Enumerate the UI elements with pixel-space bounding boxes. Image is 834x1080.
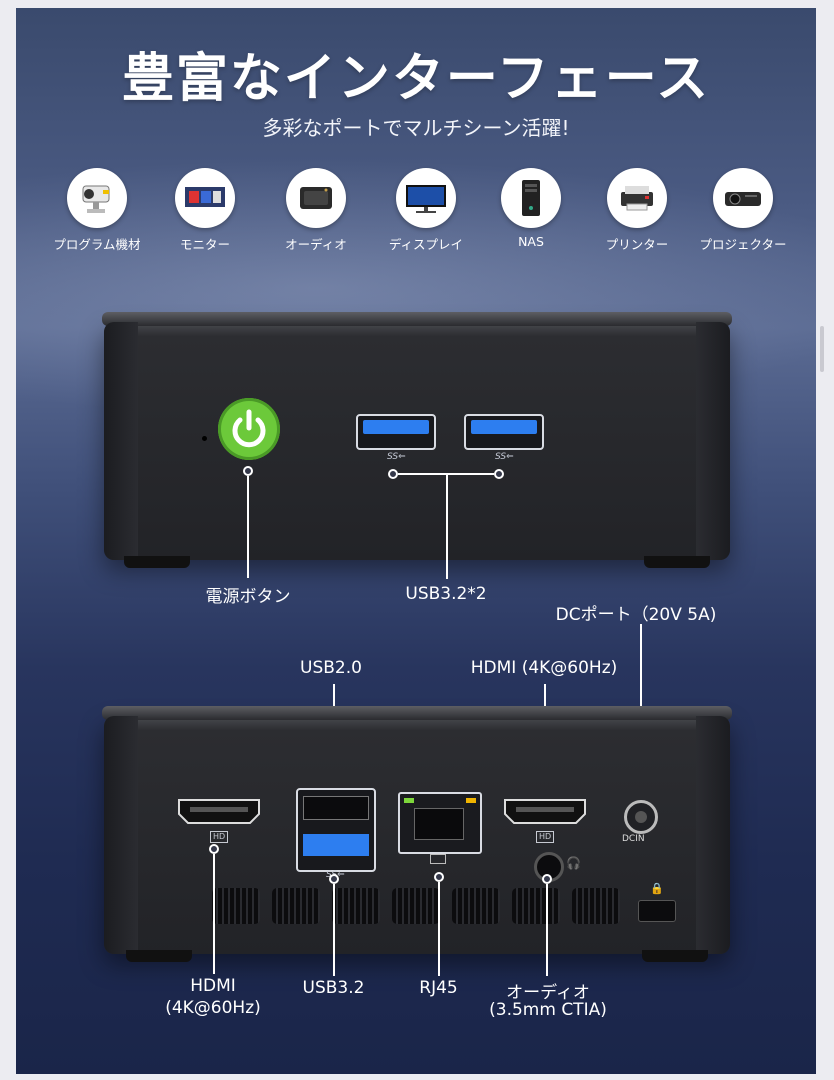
status-led	[202, 436, 207, 441]
lock-icon: 🔒	[650, 882, 664, 895]
usb3-port-rear[interactable]	[303, 834, 369, 856]
usb32-rear-label: USB3.2	[302, 978, 365, 998]
callout-line	[546, 884, 548, 976]
device-edge-left	[104, 716, 138, 954]
power-icon	[232, 409, 266, 448]
hdmi-port-right[interactable]	[502, 796, 588, 826]
callout-line	[213, 854, 215, 974]
hd-mark: HD	[536, 831, 555, 843]
rj45-port[interactable]	[398, 792, 482, 854]
rear-panel-device: HD SS⇐ HD 🎧 DCIN	[102, 706, 732, 962]
usb-port-stack	[296, 788, 376, 872]
callout-line	[446, 473, 448, 579]
camera-icon	[67, 168, 127, 228]
callout-dot	[329, 874, 339, 884]
callout-line	[438, 882, 440, 976]
superspeed-mark: SS⇐	[495, 452, 514, 462]
callout-dot	[494, 469, 504, 479]
security-lock-slot[interactable]	[638, 900, 676, 922]
vent	[212, 888, 260, 924]
power-button-label: 電源ボタン	[205, 587, 291, 607]
usb2-port[interactable]	[303, 796, 369, 820]
device-foot	[124, 556, 190, 568]
usb3-front-label: USB3.2*2	[405, 584, 487, 604]
network-icon	[430, 854, 446, 864]
vent	[332, 888, 380, 924]
category-label: プリンター	[605, 237, 669, 252]
device-edge-right	[696, 716, 730, 954]
monitor-icon	[175, 168, 235, 228]
page-title: 豊富なインターフェース	[121, 49, 711, 109]
dc-in-port[interactable]	[624, 800, 658, 834]
callout-dot	[388, 469, 398, 479]
dcin-mark: DCIN	[622, 834, 645, 844]
dc-port-label: DCポート（20V 5A)	[555, 605, 717, 625]
hdmi-bottom-label-2: (4K@60Hz)	[165, 998, 261, 1018]
callout-line	[640, 624, 642, 772]
device-lid	[102, 706, 732, 720]
device-edge-left	[104, 322, 138, 560]
category-printer: プリンター	[582, 168, 692, 253]
vent	[512, 888, 560, 924]
category-monitor: モニター	[150, 168, 260, 253]
hdmi-top-label: HDMI (4K@60Hz)	[470, 658, 618, 678]
hdmi-port-left[interactable]	[176, 796, 262, 826]
category-audio: オーディオ	[261, 168, 371, 253]
hdmi-bottom-label-1: HDMI	[190, 976, 236, 996]
category-program-equipment: プログラム機材	[42, 168, 152, 253]
scrollbar-thumb[interactable]	[820, 326, 824, 372]
usb2-label: USB2.0	[300, 658, 362, 678]
callout-line	[247, 476, 249, 578]
category-label: モニター	[179, 237, 230, 252]
device-foot	[644, 556, 710, 568]
usb3-port-front-1[interactable]	[356, 414, 436, 450]
device-edge-right	[696, 322, 730, 560]
headphone-icon: 🎧	[566, 856, 581, 870]
device-foot	[642, 950, 708, 962]
audio-label-2: (3.5mm CTIA)	[489, 1000, 607, 1020]
vent	[272, 888, 320, 924]
vent	[392, 888, 440, 924]
front-panel-device: SS⇐ SS⇐	[102, 312, 732, 568]
vent	[452, 888, 500, 924]
projector-icon	[713, 168, 773, 228]
callout-dot	[209, 844, 219, 854]
category-display: ディスプレイ	[371, 168, 481, 253]
hd-mark: HD	[210, 831, 229, 843]
page-subtitle: 多彩なポートでマルチシーン活躍!	[262, 116, 570, 140]
product-image-panel: 豊富なインターフェース 多彩なポートでマルチシーン活躍! プログラム機材 モニタ…	[16, 8, 816, 1074]
category-label: オーディオ	[285, 237, 347, 252]
power-button[interactable]	[218, 398, 280, 460]
audio-label-1: オーディオ	[506, 983, 590, 1003]
category-label: プロジェクター	[699, 237, 787, 252]
category-nas: NAS	[476, 168, 586, 249]
category-label: ディスプレイ	[388, 237, 464, 252]
callout-line	[333, 884, 335, 976]
category-label: NAS	[518, 234, 544, 249]
printer-icon	[607, 168, 667, 228]
nas-icon	[501, 168, 561, 228]
category-projector: プロジェクター	[688, 168, 798, 253]
rj45-label: RJ45	[419, 978, 458, 998]
device-lid	[102, 312, 732, 326]
display-icon	[396, 168, 456, 228]
device-foot	[126, 950, 192, 962]
callout-dot	[542, 874, 552, 884]
speaker-icon	[286, 168, 346, 228]
category-label: プログラム機材	[53, 237, 141, 252]
superspeed-mark: SS⇐	[387, 452, 406, 462]
vent	[572, 888, 620, 924]
usb3-port-front-2[interactable]	[464, 414, 544, 450]
callout-dot	[243, 466, 253, 476]
callout-dot	[434, 872, 444, 882]
